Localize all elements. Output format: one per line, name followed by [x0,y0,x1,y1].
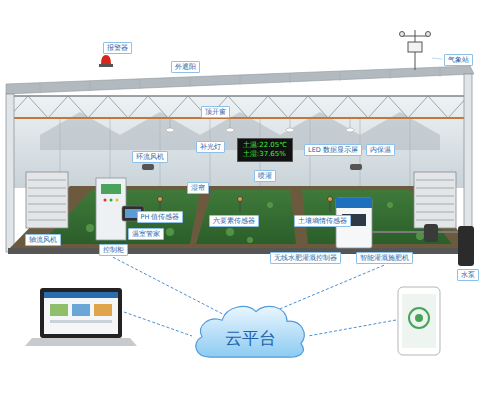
callout-label: 顶开窗 [201,106,230,118]
floor [8,186,470,250]
axial-fan [414,172,456,228]
callout-label: PH 值传感器 [137,211,184,223]
valve [424,224,438,242]
callout-text: 温室管家 [132,230,160,238]
plant-bed [196,190,296,244]
callout-label: 无线水肥灌溉控制器 [270,252,341,264]
callout-text: 补光灯 [200,143,221,151]
callout-label: LED 数据显示屏 [304,144,362,156]
callout-label: 温室管家 [128,228,164,240]
roof-sheet [6,66,474,94]
network-link [308,320,396,336]
mullions [60,118,410,186]
callout-label: 报警器 [103,42,132,54]
laptop [25,288,137,346]
network-link [124,312,192,336]
callout-label: 控制柜 [99,244,128,256]
callout-label: 内保温 [366,144,395,156]
callout-label: 补光灯 [196,141,225,153]
grow-lights [166,118,354,132]
sensors [158,197,333,213]
callout-label: 喷灌 [254,170,276,182]
callout-text: 湿帘 [191,184,205,192]
callout-text: 智能灌溉施肥机 [360,254,409,262]
callout-label: 智能灌溉施肥机 [356,252,413,264]
led-display: 土温:22.05℃土湿:37.65% [237,138,293,162]
control-cabinet [96,178,126,240]
callout-text: 内保温 [370,146,391,154]
callout-label: 外遮阳 [171,61,200,73]
weather-station [400,30,443,70]
callout-text: 六要素传感器 [213,217,255,225]
axial-fan [26,172,68,228]
callout-text: 报警器 [107,44,128,52]
callout-text: 土壤墒情传感器 [298,217,347,225]
circulation-fans [142,164,362,170]
callout-label: 轴流风机 [25,234,61,246]
callout-label: 气象站 [444,54,473,66]
callout-text: 喷灌 [258,172,272,180]
callout-text: 外遮阳 [175,63,196,71]
callout-text: 轴流风机 [29,236,57,244]
roof-corrugation [40,67,440,93]
callout-text: LED 数据显示屏 [308,146,358,154]
cloud-platform: 云平台 [190,299,310,361]
led-readout: 土湿:37.65% [243,150,287,159]
callout-text: 水泵 [461,271,475,279]
callout-text: 顶开窗 [205,108,226,116]
cloud-label: 云平台 [225,327,276,350]
truss-beam [8,117,470,119]
plants [86,197,424,243]
callout-label: 水泵 [457,269,479,281]
callout-text: PH 值传感器 [141,213,180,221]
callout-label: 环流风机 [132,151,168,163]
led-readout: 土温:22.05℃ [243,141,287,150]
network-link [113,257,226,316]
callout-label: 湿帘 [187,182,209,194]
network-link [274,265,384,311]
callout-label: 六要素传感器 [209,215,259,227]
callout-text: 环流风机 [136,153,164,161]
tablet [398,287,440,355]
alarm-lamp [101,55,111,64]
callout-text: 控制柜 [103,246,124,254]
callout-text: 气象站 [448,56,469,64]
water-pump [458,226,474,266]
truss [8,96,468,118]
callout-label: 土壤墒情传感器 [294,215,351,227]
callout-text: 无线水肥灌溉控制器 [274,254,337,262]
